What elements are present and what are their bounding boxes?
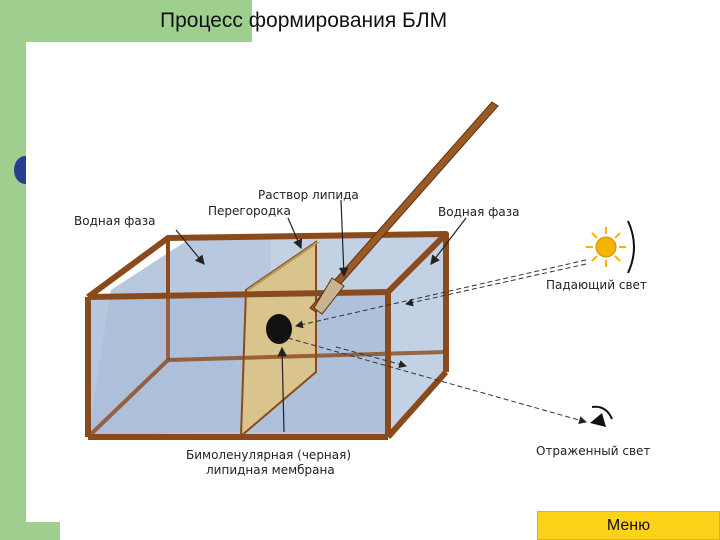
lipid-applicator [309, 101, 499, 313]
menu-button[interactable]: Меню [537, 511, 720, 540]
label-aqueous-right: Водная фаза [438, 205, 520, 219]
blm-diagram: Водная фаза Раствор липида Перегородка В… [26, 42, 720, 522]
slide-title: Процесс формирования БЛМ [160, 9, 448, 32]
label-membrane-line2: липидная мембрана [206, 463, 335, 477]
top-decor-strip [0, 0, 252, 42]
reflected-rays [287, 337, 587, 424]
sun-icon [586, 220, 635, 274]
bilayer-membrane [266, 314, 292, 344]
diagram-canvas [85, 101, 635, 440]
label-lipid-solution: Раствор липида [258, 188, 359, 202]
incident-rays [295, 259, 587, 329]
label-membrane-line1: Бимоленулярная (черная) [186, 448, 352, 462]
label-incident-light: Падающий свет [546, 278, 647, 292]
eye-icon [590, 405, 613, 427]
label-reflected-light: Отраженный свет [536, 444, 651, 458]
partition-top-edge [246, 242, 320, 290]
pointer-lines [175, 199, 467, 433]
box-frame [85, 231, 449, 440]
label-partition: Перегородка [208, 204, 291, 218]
bottom-decor-strip [0, 522, 60, 540]
left-decor-strip [0, 0, 26, 540]
label-aqueous-left: Водная фаза [74, 214, 156, 228]
applicator-tip [313, 277, 345, 315]
water-front-face [88, 292, 388, 437]
